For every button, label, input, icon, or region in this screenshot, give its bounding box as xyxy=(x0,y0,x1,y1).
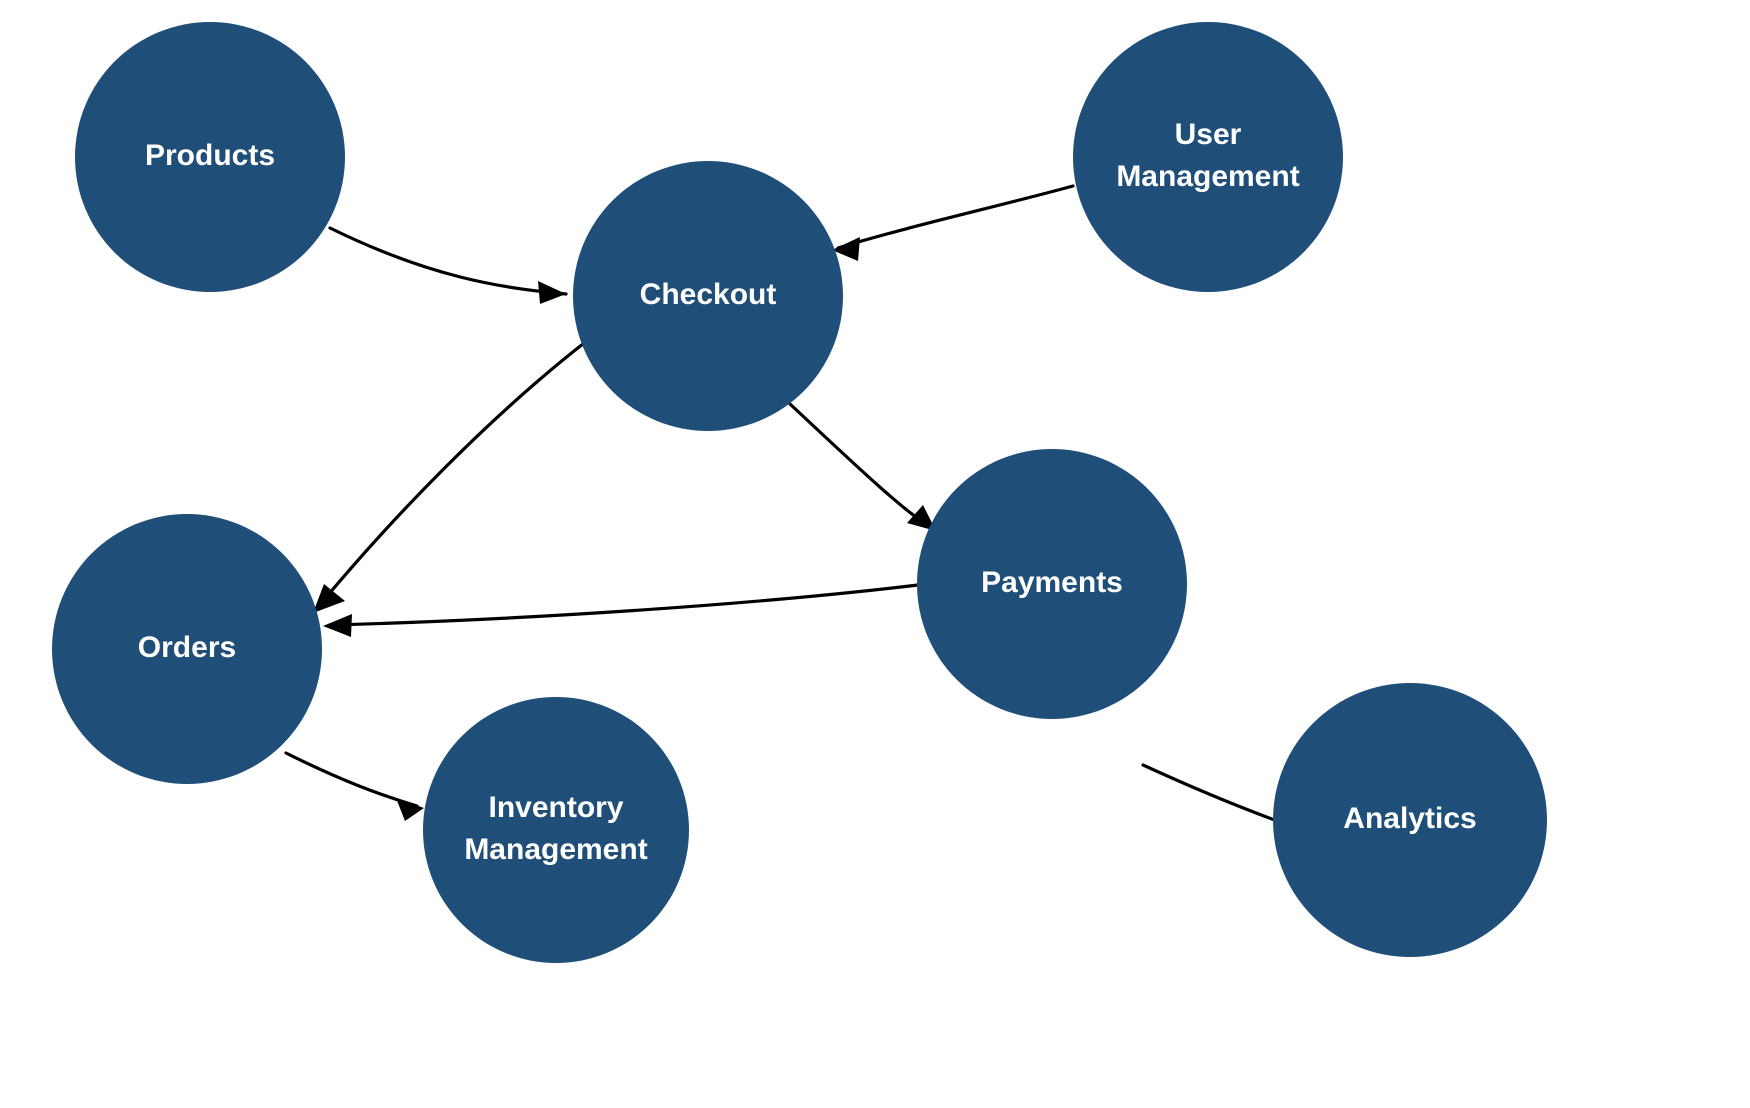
arrowhead-icon xyxy=(313,584,345,613)
node-circle-products[interactable] xyxy=(75,22,345,292)
edge-checkout-orders: Checkout → Orders xyxy=(313,338,590,613)
edge-orders-inventory: Orders → Inventory Management xyxy=(284,751,424,821)
arrowhead-icon xyxy=(323,614,352,637)
edge-line xyxy=(284,751,419,808)
node-products[interactable]: Products xyxy=(75,22,345,292)
node-circle-checkout[interactable] xyxy=(573,161,843,431)
edge-line xyxy=(328,226,568,296)
node-circle-orders[interactable] xyxy=(52,514,322,784)
node-checkout[interactable]: Checkout xyxy=(573,161,843,431)
edge-line xyxy=(836,184,1075,250)
edge-products-checkout: Products → Checkout xyxy=(328,226,568,304)
node-circle-analytics[interactable] xyxy=(1273,683,1547,957)
node-circle-user_mgmt[interactable] xyxy=(1073,22,1343,292)
arrowhead-icon xyxy=(538,281,566,304)
node-payments[interactable]: Payments xyxy=(917,449,1187,719)
node-analytics[interactable]: Analytics xyxy=(1273,683,1547,957)
edge-line xyxy=(328,583,920,627)
edge-checkout-payments: Checkout → Payments xyxy=(788,402,936,531)
node-orders[interactable]: Orders xyxy=(52,514,322,784)
edge-line xyxy=(788,402,932,529)
edge-line xyxy=(316,338,590,609)
arrowhead-icon xyxy=(832,237,860,261)
node-circle-inventory[interactable] xyxy=(423,697,689,963)
node-circle-payments[interactable] xyxy=(917,449,1187,719)
arrowhead-icon xyxy=(907,505,936,531)
edge-usermgmt-checkout: User Management → Checkout xyxy=(832,184,1075,261)
edge-payments-orders: Payments → Orders xyxy=(323,583,920,637)
arrowhead-icon xyxy=(396,798,424,821)
